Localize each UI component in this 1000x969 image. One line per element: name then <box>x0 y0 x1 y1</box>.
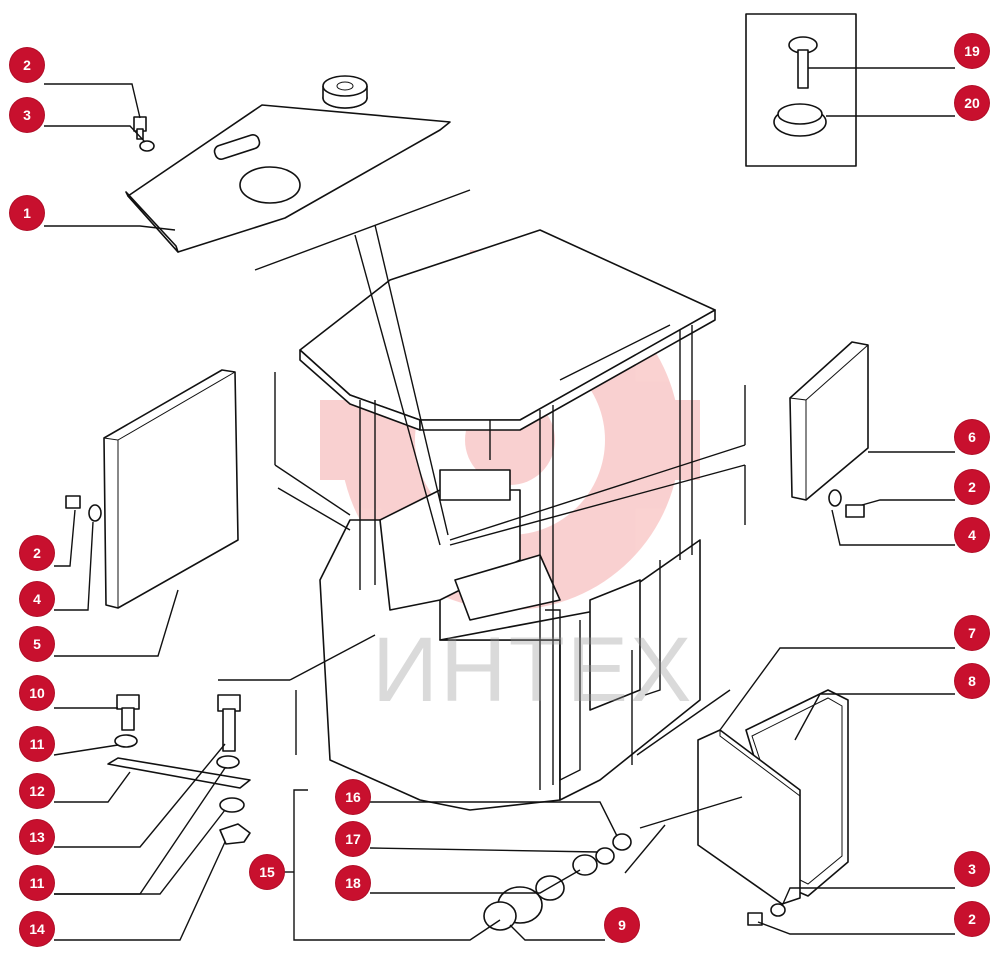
callout-17: 17 <box>336 822 370 856</box>
callout-19: 19 <box>955 34 989 68</box>
bolt-washer-top <box>133 116 155 152</box>
callout-2: 2 <box>20 536 54 570</box>
bracket-assembly <box>107 694 251 845</box>
callout-2: 2 <box>955 470 989 504</box>
right-panel <box>789 341 869 501</box>
cab-body <box>299 229 716 811</box>
left-bolt <box>65 495 102 522</box>
callout-11: 11 <box>20 727 54 761</box>
inset-box <box>745 13 857 167</box>
leader <box>254 189 471 271</box>
callout-leaders <box>44 67 955 941</box>
watermark-text: ИНТЕХ <box>372 619 694 721</box>
callout-8: 8 <box>955 664 989 698</box>
small-parts-group <box>483 833 632 931</box>
left-panel <box>103 369 239 609</box>
callout-4: 4 <box>955 518 989 552</box>
callout-9: 9 <box>605 908 639 942</box>
callout-6: 6 <box>955 420 989 454</box>
callout-10: 10 <box>20 676 54 710</box>
callout-20: 20 <box>955 86 989 120</box>
callout-7: 7 <box>955 616 989 650</box>
callout-3: 3 <box>955 852 989 886</box>
callout-3: 3 <box>10 98 44 132</box>
callout-15: 15 <box>250 855 284 889</box>
callout-1: 1 <box>10 196 44 230</box>
callout-2: 2 <box>955 902 989 936</box>
callout-12: 12 <box>20 774 54 808</box>
door-panel <box>697 689 849 905</box>
callout-11: 11 <box>20 866 54 900</box>
right-bolt <box>828 489 865 518</box>
callout-16: 16 <box>336 780 370 814</box>
callout-2: 2 <box>10 48 44 82</box>
callout-13: 13 <box>20 820 54 854</box>
callout-14: 14 <box>20 912 54 946</box>
door-bolt <box>747 903 786 926</box>
roof-plate <box>125 75 451 253</box>
callout-4: 4 <box>20 582 54 616</box>
callout-18: 18 <box>336 866 370 900</box>
callout-5: 5 <box>20 627 54 661</box>
